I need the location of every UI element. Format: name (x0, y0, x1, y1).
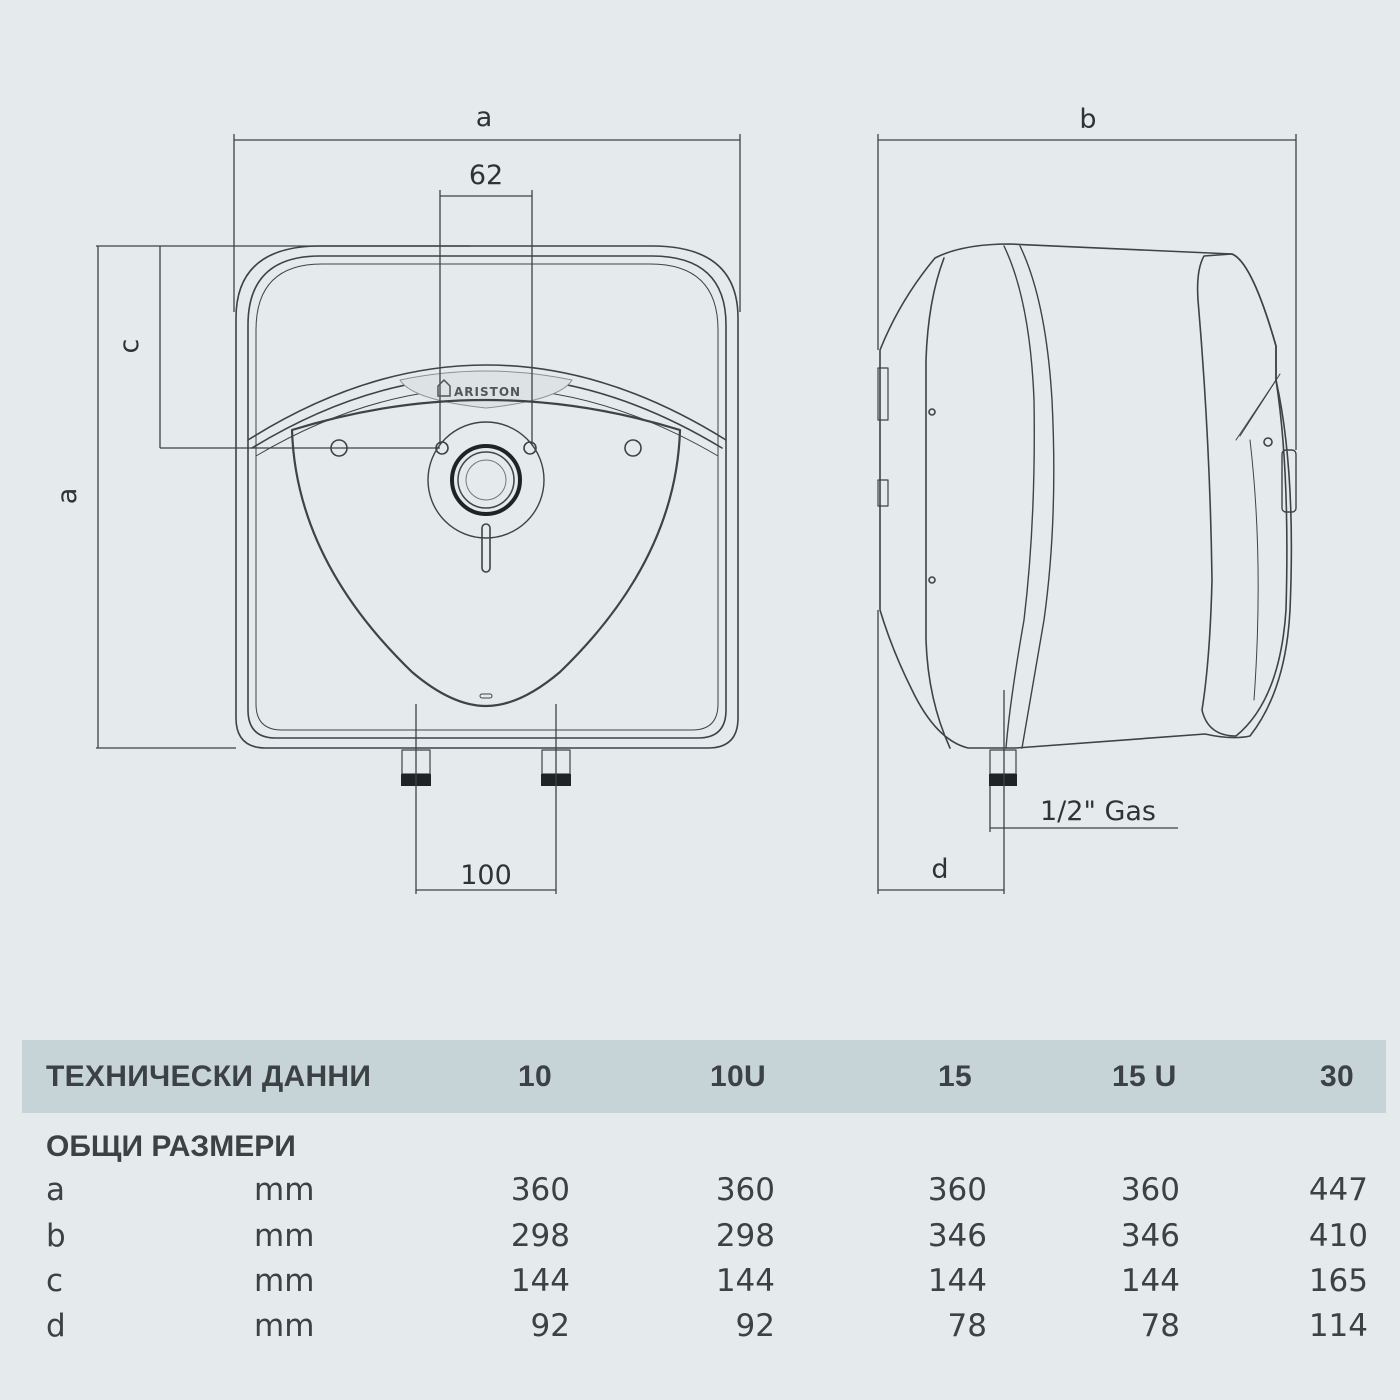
unit-cell: mm (254, 1172, 315, 1208)
front-height-label: a (52, 488, 83, 505)
value-cell: 114 (1308, 1308, 1368, 1344)
mount-height-label: c (114, 339, 145, 354)
value-cell: 410 (1308, 1218, 1368, 1254)
table-header: ТЕХНИЧЕСКИ ДАННИ 10 10U 15 15 U 30 (22, 1040, 1386, 1113)
value-cell: 92 (735, 1308, 775, 1344)
value-cell: 346 (1120, 1218, 1180, 1254)
unit-cell: mm (254, 1218, 315, 1254)
value-cell: 298 (510, 1218, 570, 1254)
value-cell: 360 (1120, 1172, 1180, 1208)
model-header: 30 (1320, 1060, 1354, 1093)
model-header: 10 (518, 1060, 552, 1093)
pipe-spacing-label: 100 (460, 860, 512, 891)
model-header: 10U (710, 1060, 766, 1093)
value-cell: 144 (927, 1263, 987, 1299)
param-cell: b (46, 1218, 66, 1254)
table-row: c mm 144 144 144 144 165 (0, 1263, 1400, 1307)
model-header: 15 U (1112, 1060, 1177, 1093)
control-panel-shield (290, 398, 682, 708)
value-cell: 92 (530, 1308, 570, 1344)
param-cell: a (46, 1172, 65, 1208)
table-title: ТЕХНИЧЕСКИ ДАННИ (46, 1060, 372, 1093)
table-row: a mm 360 360 360 360 447 (0, 1172, 1400, 1216)
side-depth-label: b (1079, 104, 1096, 135)
value-cell: 78 (947, 1308, 987, 1344)
brand-logo-text: ARISTON (454, 385, 521, 399)
value-cell: 360 (715, 1172, 775, 1208)
param-cell: c (46, 1263, 64, 1299)
mount-spacing-label: 62 (469, 160, 503, 191)
value-cell: 78 (1140, 1308, 1180, 1344)
value-cell: 144 (1120, 1263, 1180, 1299)
side-view-outline (877, 243, 1297, 775)
unit-cell: mm (254, 1263, 315, 1299)
param-cell: d (46, 1308, 66, 1344)
value-cell: 144 (715, 1263, 775, 1299)
value-cell: 447 (1308, 1172, 1368, 1208)
value-cell: 144 (510, 1263, 570, 1299)
section-title: ОБЩИ РАЗМЕРИ (46, 1130, 296, 1163)
pipe-offset-label: d (931, 854, 948, 885)
model-header: 15 (938, 1060, 972, 1093)
value-cell: 298 (715, 1218, 775, 1254)
value-cell: 165 (1308, 1263, 1368, 1299)
thread-size-label: 1/2" Gas (1040, 796, 1156, 827)
technical-drawing: a 62 a c 100 b d 1/2" Gas ARISTON (52, 102, 1297, 894)
front-view-outline (235, 245, 739, 775)
unit-cell: mm (254, 1308, 315, 1344)
table-row: d mm 92 92 78 78 114 (0, 1308, 1400, 1352)
value-cell: 360 (927, 1172, 987, 1208)
house-icon (437, 378, 451, 397)
value-cell: 346 (927, 1218, 987, 1254)
table-row: b mm 298 298 346 346 410 (0, 1218, 1400, 1262)
front-width-label: a (476, 102, 493, 133)
ariston-logo: ARISTON (437, 378, 521, 399)
value-cell: 360 (510, 1172, 570, 1208)
